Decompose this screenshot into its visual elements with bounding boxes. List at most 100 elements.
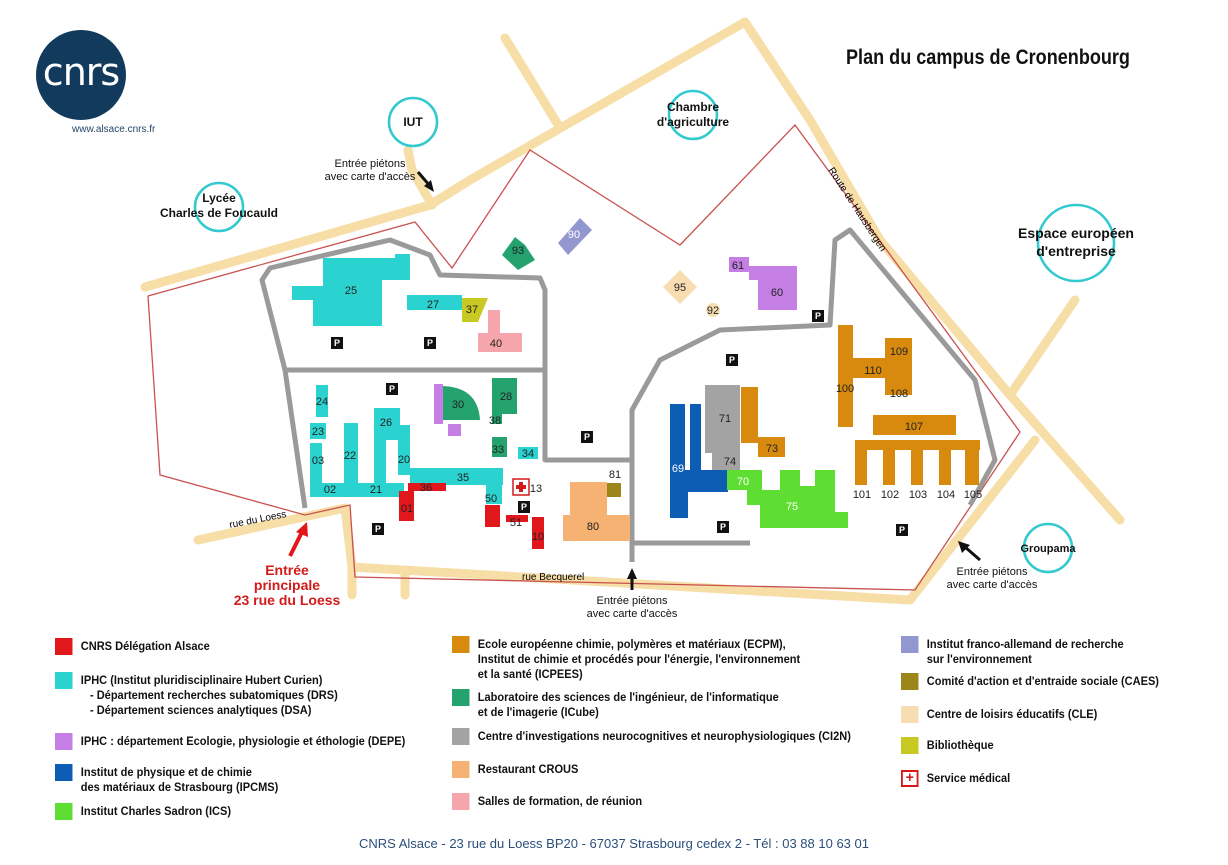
label-61: 61 <box>732 260 744 272</box>
building-33-shape <box>492 437 507 457</box>
espace-label-2: d'entreprise <box>1036 243 1116 259</box>
chambre-circle <box>667 89 719 141</box>
rue-du-loess <box>193 503 357 600</box>
label-36: 36 <box>420 482 432 494</box>
building-01-shape <box>399 491 414 521</box>
building-40-shape <box>478 310 522 352</box>
building-25-shape <box>292 254 410 326</box>
swatch-depe <box>55 733 73 750</box>
svg-text:P: P <box>375 524 381 534</box>
swatch-cle <box>901 706 919 723</box>
swatch-ics <box>55 803 73 820</box>
parking-icon: P <box>386 383 398 395</box>
building-61-shape <box>729 257 749 272</box>
lycee-label-1: Lycée <box>202 191 236 205</box>
building-105-shape <box>965 440 979 485</box>
label-26: 26 <box>380 417 392 429</box>
chambre-label-2: d'agriculture <box>657 115 730 129</box>
inner-road-east-loop <box>629 227 998 562</box>
label-60: 60 <box>771 287 783 299</box>
parking-icon: P <box>331 337 343 349</box>
building-30-shape <box>440 386 480 420</box>
lycee-circle <box>193 181 245 233</box>
label-01: 01 <box>401 503 413 515</box>
medical-service-icon <box>512 478 530 496</box>
road-north-branch <box>500 33 565 133</box>
road-south-east <box>347 435 1040 605</box>
building-23-shape <box>310 423 326 439</box>
label-10: 10 <box>532 531 544 543</box>
inner-road-loop-west <box>259 237 548 509</box>
lycee-label-2: Charles de Foucauld <box>160 206 278 220</box>
label-20: 20 <box>398 454 410 466</box>
label-107: 107 <box>905 421 923 433</box>
building-107-shape <box>873 415 956 435</box>
building-73b-shape <box>758 437 785 457</box>
building-51-shape <box>506 515 528 522</box>
road-iut-branch <box>403 145 437 210</box>
label-103: 103 <box>909 489 927 501</box>
pedestrian-entrance-south: Entrée piétons avec carte d'accès <box>586 595 678 620</box>
building-30-depe-shape <box>434 384 443 424</box>
label-73: 73 <box>766 443 778 455</box>
building-37-shape <box>462 298 488 322</box>
footer-address: CNRS Alsace - 23 rue du Loess BP20 - 670… <box>359 836 869 851</box>
label-70: 70 <box>737 476 749 488</box>
building-35-shape <box>410 468 503 485</box>
label-38: 38 <box>489 415 501 427</box>
svg-text:P: P <box>899 525 905 535</box>
building-22-shape <box>344 423 358 485</box>
svg-text:P: P <box>334 338 340 348</box>
building-103-shape <box>911 440 923 485</box>
building-60-shape <box>749 266 797 310</box>
swatch-ecpm <box>452 636 470 653</box>
svg-text:P: P <box>389 384 395 394</box>
label-28: 28 <box>500 391 512 403</box>
label-24: 24 <box>316 396 328 408</box>
building-50-red-shape <box>485 505 500 527</box>
label-27: 27 <box>427 299 439 311</box>
swatch-iphc <box>55 672 73 689</box>
label-13: 13 <box>530 483 542 495</box>
label-108: 108 <box>890 388 908 400</box>
inner-roads <box>259 227 998 562</box>
cnrs-logo[interactable]: cnrs <box>36 30 126 120</box>
espace-circle <box>1036 203 1116 283</box>
main-entrance-label: Entrée principale 23 rue du Loess <box>233 562 341 608</box>
map-title: Plan du campus de Cronenbourg <box>846 46 1130 69</box>
building-93-shape <box>502 237 535 270</box>
swatch-caes <box>901 673 919 690</box>
building-03-shape <box>310 443 322 483</box>
chambre-label-1: Chambre <box>667 100 719 114</box>
swatch-cnrs <box>55 638 73 655</box>
logo-text: cnrs <box>42 50 120 94</box>
building-34-shape <box>518 447 538 459</box>
pedestrian-entrance-east: Entrée piétons avec carte d'accès <box>946 566 1038 591</box>
inner-road-center <box>542 370 632 463</box>
label-80: 80 <box>587 521 599 533</box>
building-36-shape <box>408 483 446 491</box>
buildings <box>292 218 980 549</box>
label-50: 50 <box>485 493 497 505</box>
swatch-ipcms <box>55 764 73 781</box>
label-40: 40 <box>490 338 502 350</box>
label-92: 92 <box>707 305 719 317</box>
building-71-shape <box>705 385 740 453</box>
label-03: 03 <box>312 455 324 467</box>
label-23: 23 <box>312 426 324 438</box>
label-22: 22 <box>344 450 356 462</box>
building-28-shape <box>492 378 517 414</box>
label-90: 90 <box>568 229 580 241</box>
building-73-shape <box>741 387 758 443</box>
label-81: 81 <box>609 469 621 481</box>
entrance-arrows <box>288 171 981 590</box>
building-104-shape <box>939 440 951 485</box>
label-74: 74 <box>724 456 736 468</box>
campus-boundary <box>147 123 1021 591</box>
road-east <box>1005 295 1080 400</box>
cnrs-url-link[interactable]: www.alsace.cnrs.fr <box>72 124 156 135</box>
svg-text:P: P <box>729 355 735 365</box>
building-10-shape <box>532 517 544 549</box>
swatch-icube <box>452 689 470 706</box>
building-95-shape <box>663 270 697 304</box>
